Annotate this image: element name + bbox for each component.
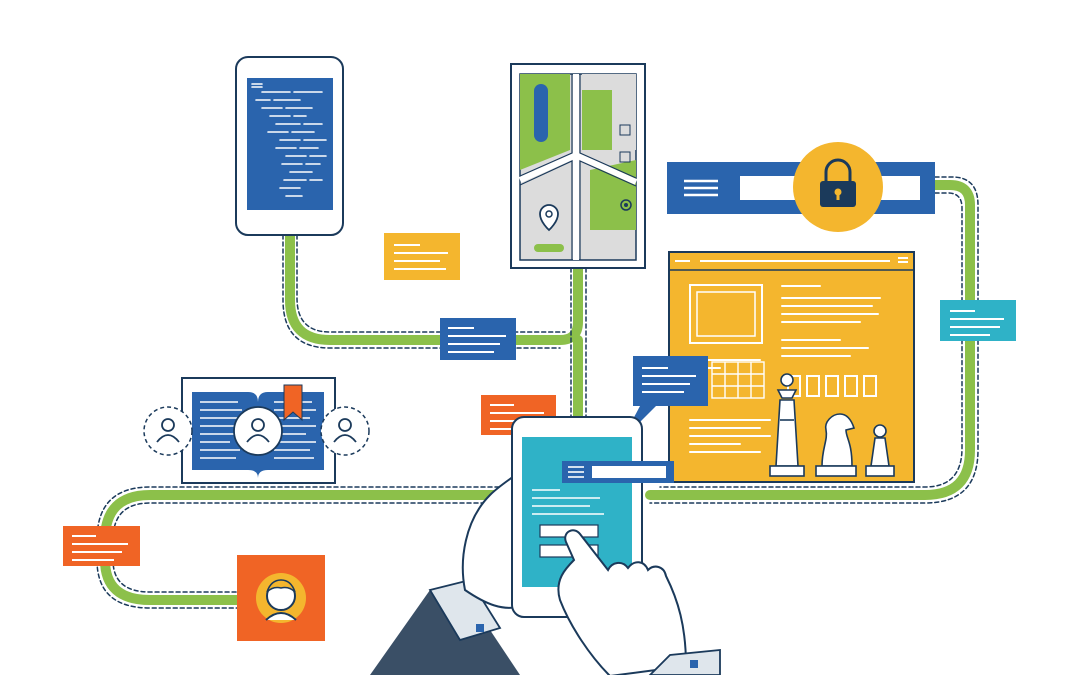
user-icon — [320, 406, 370, 456]
website-window-icon — [668, 251, 915, 483]
user-icon — [143, 406, 193, 456]
user-avatar-icon — [237, 555, 325, 641]
open-book-icon — [143, 377, 370, 484]
padlock-icon — [793, 142, 883, 232]
map-tablet-icon — [510, 63, 646, 269]
hand-icon — [557, 529, 721, 675]
user-icon — [233, 406, 283, 456]
calendar-grid-icon — [711, 361, 765, 399]
location-pin-icon — [539, 204, 559, 232]
chess-pawn-icon — [865, 424, 895, 477]
phone-code-icon — [235, 56, 344, 236]
bookmark-icon — [283, 384, 303, 422]
chess-king-icon — [769, 373, 805, 477]
chess-knight-icon — [815, 413, 857, 477]
search-bar-icon — [667, 142, 935, 232]
